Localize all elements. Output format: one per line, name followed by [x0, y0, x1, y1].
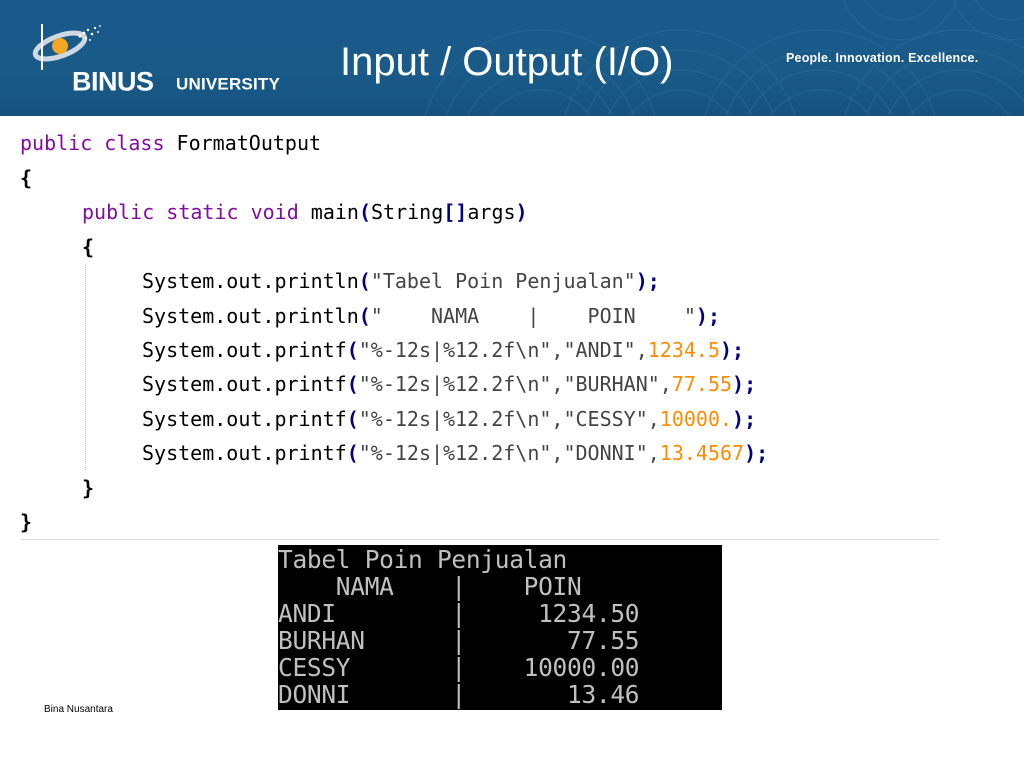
code-paren: ) [515, 200, 528, 224]
code-line-5: System.out.println("Tabel Poin Penjualan… [142, 265, 660, 297]
code-line-4: { [82, 231, 94, 263]
code-close: ); [732, 407, 757, 431]
code-type: String [371, 200, 444, 224]
code-close-brace: } [20, 510, 33, 534]
console-line: CESSY | 10000.00 [278, 653, 640, 682]
code-paren: ( [358, 200, 372, 224]
indent-guide [85, 265, 86, 470]
code-number: 10000. [659, 407, 733, 431]
code-paren: ( [346, 407, 359, 431]
console-line: Tabel Poin Penjualan [278, 545, 568, 574]
code-close: ); [719, 338, 745, 362]
code-paren: ( [346, 372, 359, 396]
code-paren: ( [346, 338, 359, 362]
code-call: System.out.printf [142, 372, 347, 396]
console-line: ANDI | 1234.50 [278, 599, 640, 628]
console-output: Tabel Poin Penjualan NAMA | POIN ANDI | … [278, 545, 722, 710]
code-paren: ( [358, 269, 371, 293]
header-band: BINUS UNIVERSITY Input / Output (I/O) Pe… [0, 0, 1024, 116]
code-string: "%-12s|%12.2f\n","BURHAN", [358, 372, 672, 396]
code-line-6: System.out.println(" NAMA | POIN "); [142, 300, 720, 332]
code-open-brace: { [20, 166, 33, 190]
console-line: NAMA | POIN [278, 572, 582, 601]
header-arc-pattern [424, 0, 1024, 116]
code-string: "%-12s|%12.2f\n","ANDI", [358, 338, 648, 362]
console-line: DONNI | 13.46 [278, 680, 640, 709]
binus-logo: BINUS UNIVERSITY [20, 18, 310, 104]
code-line-9: System.out.printf("%-12s|%12.2f\n","CESS… [142, 403, 756, 435]
code-line-8: System.out.printf("%-12s|%12.2f\n","BURH… [142, 368, 756, 400]
logo-emblem-icon [32, 24, 101, 70]
code-method-name: main [298, 200, 359, 224]
tagline: People. Innovation. Excellence. [786, 51, 979, 65]
code-call: System.out.println [142, 269, 359, 293]
code-paren: ( [358, 304, 371, 328]
code-paren: ( [346, 441, 359, 465]
code-close-brace: } [82, 476, 95, 500]
code-line-10: System.out.printf("%-12s|%12.2f\n","DONN… [142, 437, 768, 469]
code-line-12: } [20, 506, 32, 538]
code-string: "%-12s|%12.2f\n","DONNI", [358, 441, 660, 465]
code-line-3: public static void main(String[]args) [82, 196, 528, 228]
code-line-1: public class FormatOutput [20, 127, 321, 159]
code-close: ); [695, 304, 720, 328]
code-close: ); [732, 372, 757, 396]
footer-text: Bina Nusantara [44, 704, 113, 715]
code-brackets: [] [443, 200, 468, 224]
code-call: System.out.printf [142, 441, 347, 465]
code-string: "Tabel Poin Penjualan" [370, 269, 636, 293]
code-number: 13.4567 [659, 441, 745, 465]
code-call: System.out.println [142, 304, 359, 328]
code-class-name: FormatOutput [164, 131, 322, 155]
slide-title: Input / Output (I/O) [340, 40, 674, 84]
code-call: System.out.printf [142, 407, 347, 431]
code-string: "%-12s|%12.2f\n","CESSY", [358, 407, 660, 431]
code-line-2: { [20, 162, 32, 194]
code-number: 1234.5 [647, 338, 720, 362]
logo-university-text: UNIVERSITY [176, 74, 281, 94]
code-call: System.out.printf [142, 338, 347, 362]
code-param: args [467, 200, 516, 224]
console-line: BURHAN | 77.55 [278, 626, 640, 655]
code-keyword: public class [20, 131, 165, 155]
code-close: ); [744, 441, 769, 465]
logo-wordmark: BINUS [72, 66, 154, 97]
code-close: ); [635, 269, 660, 293]
code-line-11: } [82, 472, 94, 504]
code-open-brace: { [82, 235, 95, 259]
code-number: 77.55 [671, 372, 733, 396]
code-string: " NAMA | POIN " [370, 304, 696, 328]
code-keyword: public static void [82, 200, 299, 224]
divider [20, 539, 940, 540]
code-listing: public class FormatOutput { public stati… [20, 125, 940, 539]
code-line-7: System.out.printf("%-12s|%12.2f\n","ANDI… [142, 334, 744, 366]
